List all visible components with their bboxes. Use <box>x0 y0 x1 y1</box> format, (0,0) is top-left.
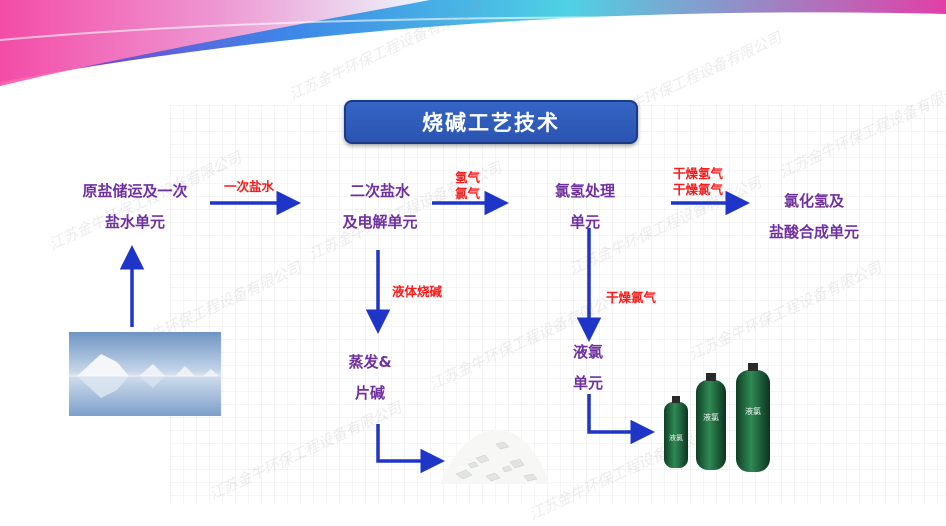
node-label: 及电解单元 <box>342 213 418 231</box>
node-label: 原盐储运及一次 <box>82 182 188 200</box>
node-liquid-chlorine: 液氯 单元 <box>560 337 616 399</box>
node-label: 片碱 <box>354 384 385 402</box>
node-label: 蒸发& <box>348 353 392 371</box>
cylinder-small <box>664 396 688 468</box>
flow-label-dry-chlorine: 干燥氯气 <box>673 182 724 197</box>
arrow-to-flakes <box>376 424 445 474</box>
node-label: 氯化氢及 <box>783 192 844 210</box>
node-label: 液氯 <box>572 343 603 361</box>
flow-label-hydrogen: 氢气 <box>455 170 481 185</box>
decorative-banner <box>0 0 946 86</box>
node-hcl-synthesis: 氯化氢及 盐酸合成单元 <box>752 186 876 248</box>
node-label: 氯氢处理 <box>554 182 615 200</box>
node-label: 盐酸合成单元 <box>768 223 859 241</box>
salt-flats-image <box>69 332 221 416</box>
page-title: 烧碱工艺技术 <box>344 100 638 144</box>
flow-label-primary-brine: 一次盐水 <box>224 179 275 194</box>
node-secondary-brine-electrolysis: 二次盐水 及电解单元 <box>325 176 435 238</box>
chlorine-cylinders-image: 液氯 液氯 液氯 <box>664 363 770 472</box>
node-label: 盐水单元 <box>104 213 165 231</box>
node-label: 单元 <box>569 213 600 231</box>
arrow-to-cylinders <box>587 394 655 445</box>
node-chlorine-hydrogen-treatment: 氯氢处理 单元 <box>540 176 630 238</box>
grid-background <box>170 105 946 505</box>
cylinder-medium <box>696 373 726 470</box>
cylinder-large <box>736 363 770 472</box>
caustic-flakes-image <box>440 429 550 484</box>
node-raw-salt-storage: 原盐储运及一次 盐水单元 <box>70 176 200 238</box>
node-evaporation-flakes: 蒸发& 片碱 <box>340 347 400 409</box>
cylinder-label: 液氯 <box>669 433 683 442</box>
cylinder-label: 液氯 <box>745 406 761 416</box>
flow-label-liquid-caustic: 液体烧碱 <box>392 284 443 299</box>
flow-label-dry-hydrogen: 干燥氢气 <box>673 166 724 181</box>
flow-label-dry-chlorine-down: 干燥氯气 <box>606 290 657 305</box>
cylinder-label: 液氯 <box>703 412 719 422</box>
flow-label-chlorine: 氯气 <box>455 186 481 201</box>
node-label: 单元 <box>572 374 603 392</box>
node-label: 二次盐水 <box>349 182 410 200</box>
